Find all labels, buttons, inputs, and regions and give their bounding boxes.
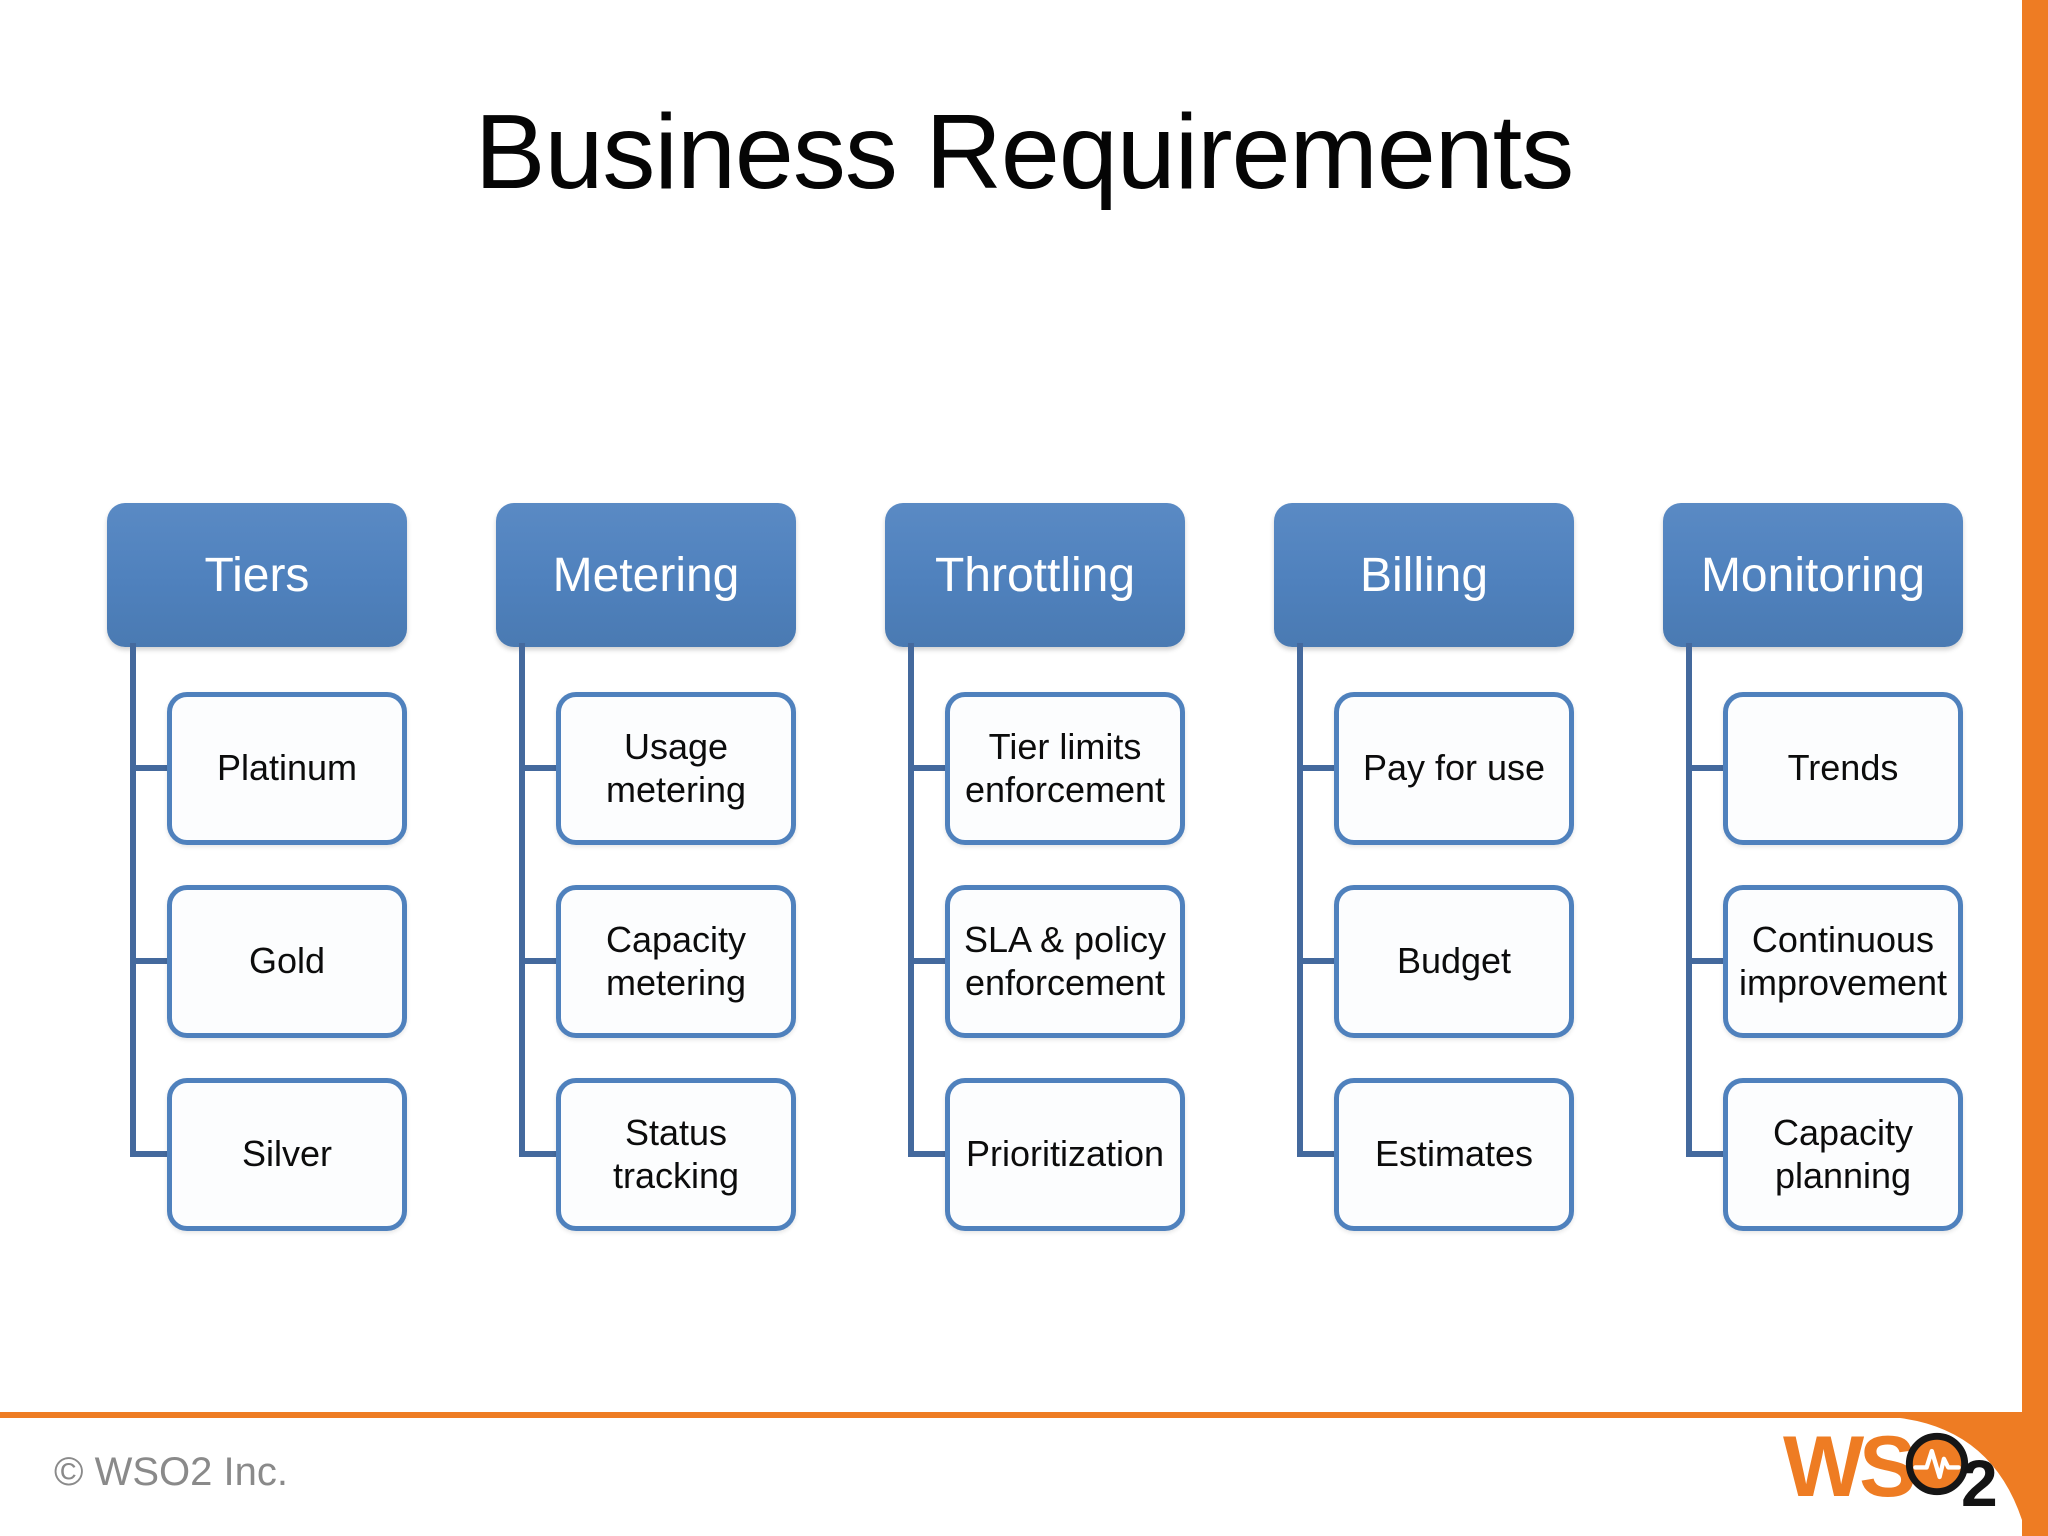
header-box-tiers: Tiers	[107, 503, 407, 647]
item-label: Capacity metering	[605, 919, 747, 1003]
item-label: Silver	[241, 1133, 333, 1175]
logo-ws-text: WS	[1783, 1419, 1917, 1515]
item-box: Capacity metering	[556, 885, 796, 1038]
column-monitoring: Monitoring Trends Continuous improvement…	[1663, 503, 1963, 1243]
item-box: Prioritization	[945, 1078, 1185, 1231]
connector-line	[1297, 643, 1303, 1157]
connector-stub	[133, 765, 169, 771]
item-label: Platinum	[216, 747, 358, 789]
connector-stub	[1300, 765, 1336, 771]
slide-title: Business Requirements	[474, 93, 1574, 211]
footer-divider-line	[0, 1412, 1980, 1418]
copyright-text: © WSO2 Inc.	[54, 1450, 288, 1494]
item-label: Pay for use	[1362, 747, 1546, 789]
item-label: Budget	[1396, 940, 1512, 982]
item-box: Gold	[167, 885, 407, 1038]
item-box: Status tracking	[556, 1078, 796, 1231]
header-label: Monitoring	[1700, 548, 1926, 602]
item-label: Tier limits enforcement	[964, 726, 1166, 810]
pulse-circle-icon	[1905, 1432, 1969, 1496]
column-throttling: Throttling Tier limits enforcement SLA &…	[885, 503, 1185, 1243]
connector-stub	[133, 1151, 169, 1157]
item-box: Tier limits enforcement	[945, 692, 1185, 845]
connector-stub	[522, 958, 558, 964]
header-box-metering: Metering	[496, 503, 796, 647]
header-label: Throttling	[934, 548, 1136, 602]
header-box-monitoring: Monitoring	[1663, 503, 1963, 647]
connector-stub	[911, 765, 947, 771]
column-metering: Metering Usage metering Capacity meterin…	[496, 503, 796, 1243]
header-box-throttling: Throttling	[885, 503, 1185, 647]
connector-stub	[522, 1151, 558, 1157]
header-label: Metering	[552, 548, 740, 602]
item-box: SLA & policy enforcement	[945, 885, 1185, 1038]
header-label: Billing	[1359, 548, 1489, 602]
connector-stub	[1689, 765, 1725, 771]
header-box-billing: Billing	[1274, 503, 1574, 647]
connector-stub	[911, 958, 947, 964]
column-billing: Billing Pay for use Budget Estimates	[1274, 503, 1574, 1243]
connector-stub	[522, 765, 558, 771]
item-box: Trends	[1723, 692, 1963, 845]
connector-stub	[911, 1151, 947, 1157]
right-accent-bar	[2022, 0, 2048, 1536]
connector-stub	[1300, 958, 1336, 964]
connector-line	[908, 643, 914, 1157]
item-box: Silver	[167, 1078, 407, 1231]
connector-stub	[133, 958, 169, 964]
item-box: Capacity planning	[1723, 1078, 1963, 1231]
hierarchy-diagram: Tiers Platinum Gold Silver Metering Usag…	[107, 503, 1963, 1243]
wso2-logo: WS 2	[1783, 1424, 2013, 1532]
item-label: Continuous improvement	[1738, 919, 1948, 1003]
connector-line	[130, 643, 136, 1157]
item-label: Gold	[248, 940, 326, 982]
item-label: Estimates	[1374, 1133, 1534, 1175]
item-label: Trends	[1787, 747, 1899, 789]
item-box: Pay for use	[1334, 692, 1574, 845]
item-label: Prioritization	[965, 1133, 1165, 1175]
item-label: SLA & policy enforcement	[963, 919, 1167, 1003]
item-label: Status tracking	[612, 1112, 740, 1196]
connector-line	[1686, 643, 1692, 1157]
header-label: Tiers	[204, 548, 310, 602]
item-box: Platinum	[167, 692, 407, 845]
connector-stub	[1300, 1151, 1336, 1157]
item-box: Usage metering	[556, 692, 796, 845]
item-box: Continuous improvement	[1723, 885, 1963, 1038]
connector-stub	[1689, 958, 1725, 964]
item-label: Capacity planning	[1772, 1112, 1914, 1196]
connector-stub	[1689, 1151, 1725, 1157]
item-box: Estimates	[1334, 1078, 1574, 1231]
item-label: Usage metering	[605, 726, 747, 810]
item-box: Budget	[1334, 885, 1574, 1038]
connector-line	[519, 643, 525, 1157]
column-tiers: Tiers Platinum Gold Silver	[107, 503, 407, 1243]
logo-subscript: 2	[1961, 1446, 1998, 1520]
